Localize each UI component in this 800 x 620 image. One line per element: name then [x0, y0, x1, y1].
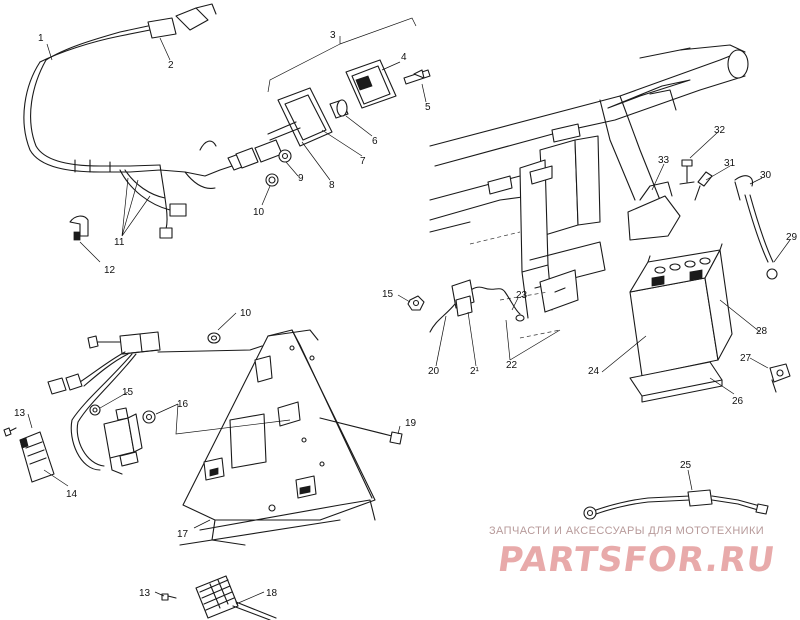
- tail-light-assembly: [235, 59, 431, 187]
- leader-lines: [27, 17, 791, 605]
- regulator-18: [195, 575, 277, 620]
- callout-20: 20: [428, 366, 440, 377]
- callout-5: 5: [425, 102, 431, 113]
- battery-bolt-31: [694, 171, 713, 201]
- battery-bolt-32: [679, 159, 695, 185]
- battery-strap: [734, 175, 778, 280]
- callout-31: 31: [724, 158, 736, 169]
- callout-7: 7: [360, 156, 366, 167]
- callout-23: 23: [516, 290, 528, 301]
- callout-29: 29: [786, 232, 798, 243]
- washer-15-left: [89, 404, 101, 416]
- callout-24: 24: [588, 366, 600, 377]
- callout-10-upper: 10: [253, 207, 265, 218]
- callout-30: 30: [760, 170, 772, 181]
- callout-10-lower: 10: [240, 308, 252, 319]
- bolt-19: [319, 417, 403, 445]
- callout-26: 26: [732, 396, 744, 407]
- callout-17: 17: [177, 529, 189, 540]
- callout-13-upper: 13: [14, 408, 26, 419]
- electrical-mounting-plate: [179, 329, 376, 546]
- callout-2: 2: [168, 60, 174, 71]
- watermark-logo: PARTSFOR.RU: [495, 540, 778, 579]
- callout-22: 22: [506, 360, 518, 371]
- watermark-logo-text: PARTSFOR.RU: [495, 540, 778, 579]
- connector-clip-12: [69, 215, 89, 241]
- ground-cable-27: [769, 363, 791, 393]
- callout-numbers: 1 2 3 4 5 6 7 8 9 10 11 12 10 13 14 15 1…: [14, 30, 798, 599]
- washer-16: [142, 410, 156, 424]
- screw-13-bottom: [161, 593, 177, 601]
- callout-3: 3: [330, 30, 336, 41]
- battery-pad: [627, 181, 681, 241]
- callout-19: 19: [405, 418, 417, 429]
- callout-16: 16: [177, 399, 189, 410]
- callout-12: 12: [104, 265, 116, 276]
- voltage-regulator-cable: [429, 279, 525, 333]
- callout-27: 27: [740, 353, 752, 364]
- callout-11: 11: [114, 237, 125, 248]
- chassis-frame: [429, 44, 749, 339]
- callout-33: 33: [658, 155, 670, 166]
- wiring-harness: [23, 3, 251, 239]
- battery: [629, 243, 733, 377]
- callout-1: 1: [38, 33, 44, 44]
- callout-15-right: 15: [382, 289, 394, 300]
- callout-4: 4: [401, 52, 407, 63]
- callout-18: 18: [266, 588, 278, 599]
- callout-28: 28: [756, 326, 768, 337]
- screw-13-top: [3, 427, 17, 437]
- grommet-10-lower: [207, 332, 221, 344]
- callout-21: 2¹: [470, 366, 480, 377]
- callout-9: 9: [298, 173, 304, 184]
- watermark-caption: ЗАПЧАСТИ И АКСЕССУАРЫ ДЛЯ МОТОТЕХНИКИ: [489, 525, 765, 537]
- rectifier-14: [19, 431, 55, 483]
- battery-tray: [629, 361, 723, 403]
- relay-harness: [47, 331, 263, 471]
- callout-6: 6: [372, 136, 378, 147]
- callout-13-lower: 13: [139, 588, 151, 599]
- callout-14: 14: [66, 489, 78, 500]
- callout-32: 32: [714, 125, 726, 136]
- callout-25: 25: [680, 460, 692, 471]
- battery-cable-25: [583, 489, 769, 520]
- callout-15-left: 15: [122, 387, 134, 398]
- callout-8: 8: [329, 180, 335, 191]
- ignition-coil: [103, 407, 143, 475]
- nut-15-right: [407, 295, 425, 311]
